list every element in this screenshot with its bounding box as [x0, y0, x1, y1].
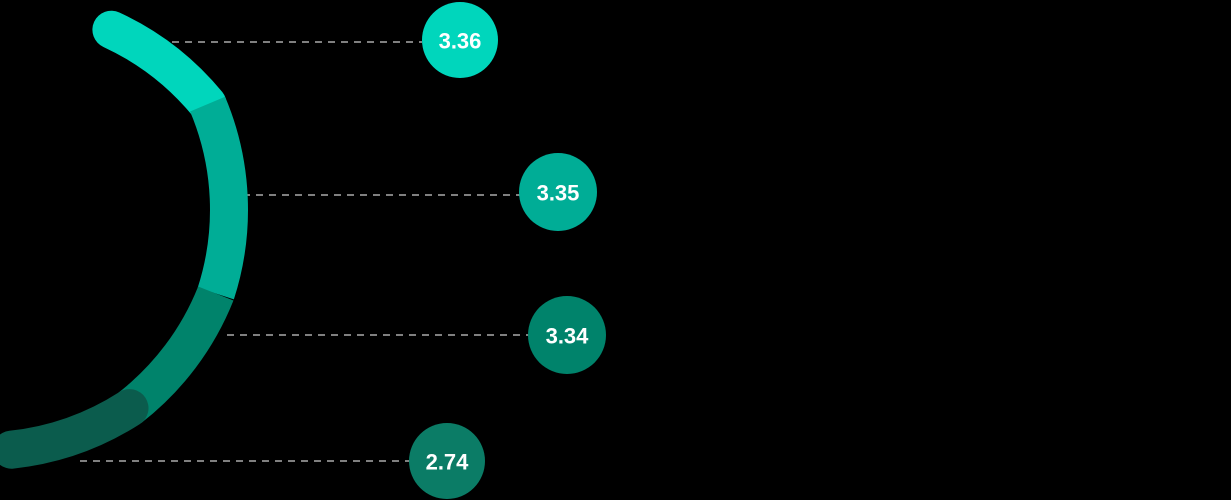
bubble-circle-3 — [528, 296, 606, 374]
arc-segment-1[interactable] — [92, 10, 227, 124]
bubble-circle-4 — [409, 423, 485, 499]
callout-bubbles-group: 3.36 3.35 3.34 2.74 — [409, 2, 606, 499]
right-blank-area — [955, 0, 1231, 500]
bubble-value-3: 3.34 — [546, 324, 590, 349]
arc-segments-group — [0, 10, 248, 469]
arc-segment-2[interactable] — [189, 96, 248, 300]
callout-bubble-1[interactable]: 3.36 — [422, 2, 498, 78]
bubble-circle-2 — [519, 153, 597, 231]
bubble-value-4: 2.74 — [426, 450, 470, 475]
bubble-value-2: 3.35 — [537, 181, 580, 206]
leader-lines-group — [80, 41, 529, 462]
bubble-value-1: 3.36 — [439, 29, 482, 54]
callout-bubble-4[interactable]: 2.74 — [409, 423, 485, 499]
callout-bubble-2[interactable]: 3.35 — [519, 153, 597, 231]
arc-segment-3[interactable] — [117, 286, 234, 424]
callout-bubble-3[interactable]: 3.34 — [528, 296, 606, 374]
arc-segment-4[interactable] — [0, 389, 149, 469]
bubble-circle-1 — [422, 2, 498, 78]
